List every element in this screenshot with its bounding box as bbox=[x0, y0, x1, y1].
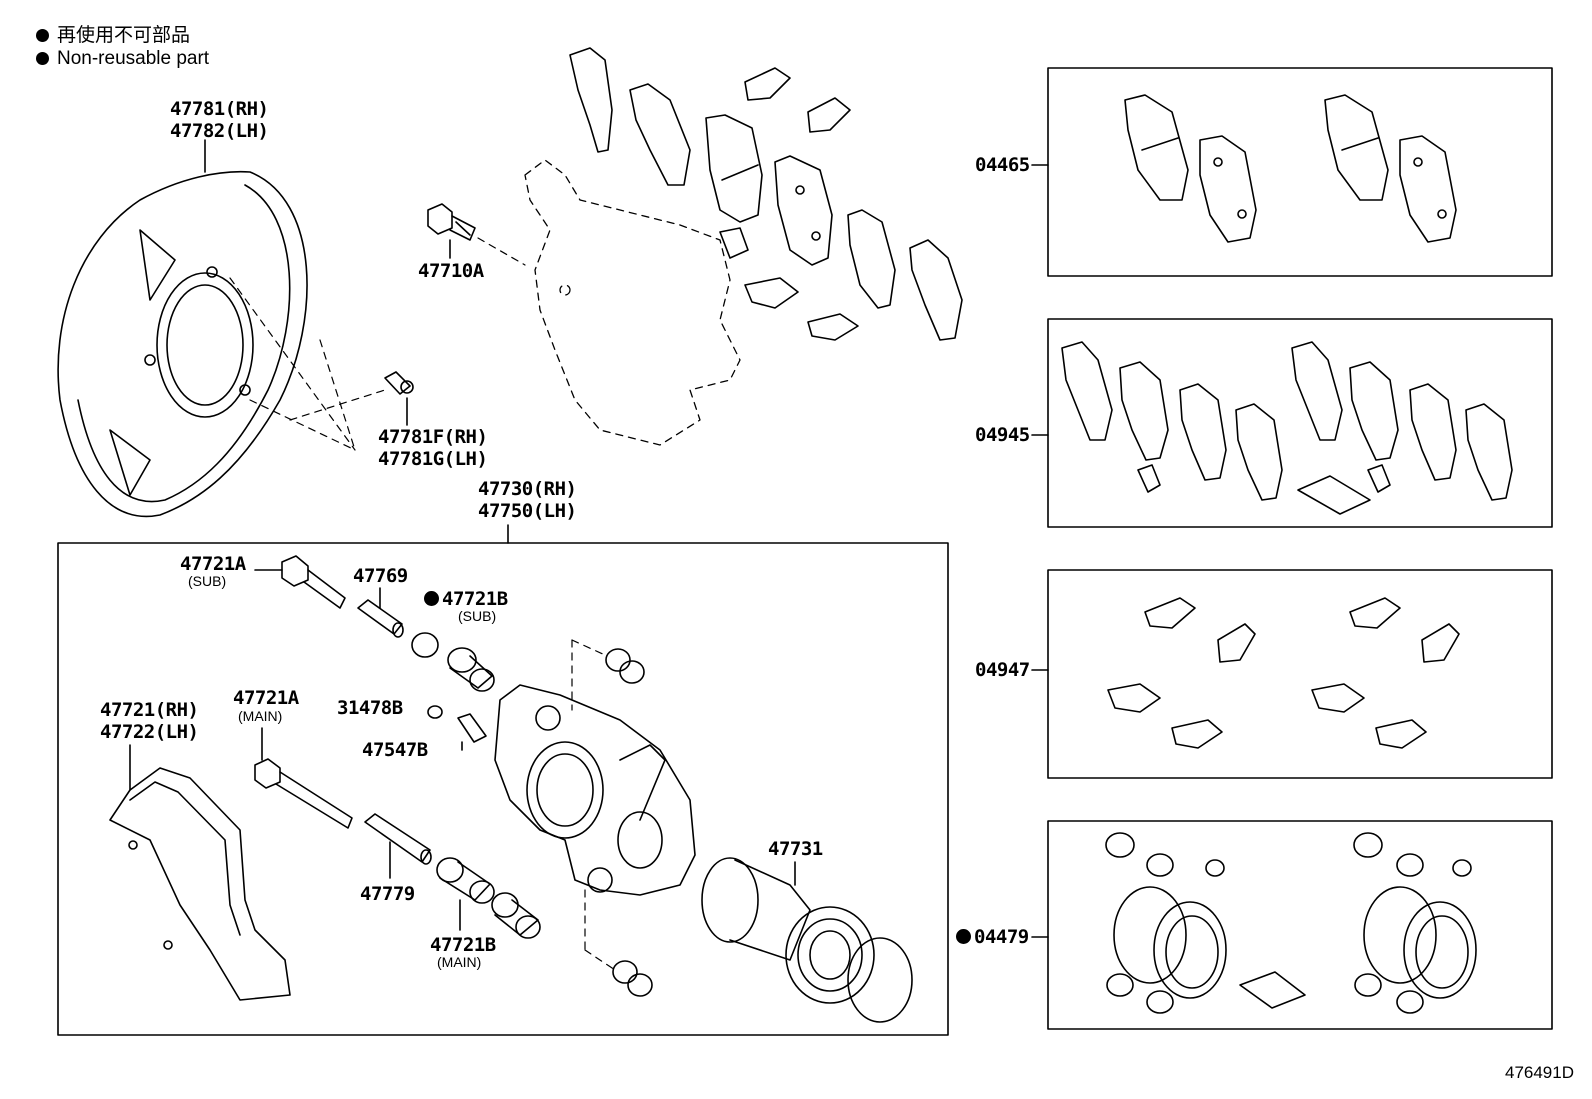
legend-en: Non-reusable part bbox=[36, 47, 209, 71]
label-shield[interactable]: 47781(RH) 47782(LH) bbox=[170, 98, 269, 142]
kit-04947-clips bbox=[1107, 597, 1460, 749]
caliper-bolt-top bbox=[427, 203, 476, 259]
piston-seal-set bbox=[701, 857, 913, 1023]
bushing-sub bbox=[411, 632, 439, 658]
boot-sub bbox=[447, 647, 495, 692]
label-mounting[interactable]: 47721(RH) 47722(LH) bbox=[100, 699, 199, 743]
label-screw[interactable]: 47781F(RH) 47781G(LH) bbox=[378, 426, 488, 470]
label-bolt-sub-note: (SUB) bbox=[188, 573, 227, 589]
bleeder-plug bbox=[457, 713, 487, 751]
illustration-number: 476491D bbox=[1504, 1063, 1574, 1082]
kit-box-04479 bbox=[1047, 820, 1553, 1030]
label-bolt-main-note: (MAIN) bbox=[238, 708, 283, 724]
label-kit-pads[interactable]: 04465 bbox=[975, 154, 1030, 176]
label-caliper-rh: 47730(RH) bbox=[478, 478, 577, 500]
kit-04479-seals bbox=[1105, 832, 1477, 1014]
bushing-main bbox=[436, 857, 495, 931]
label-cap[interactable]: 31478B bbox=[337, 697, 403, 719]
bullet-icon bbox=[36, 29, 49, 42]
label-mounting-rh: 47721(RH) bbox=[100, 699, 199, 721]
label-kit-clips[interactable]: 04947 bbox=[975, 659, 1030, 681]
label-shield-lh: 47782(LH) bbox=[170, 120, 269, 142]
pin-sub bbox=[357, 587, 404, 638]
label-bolt-top[interactable]: 47710A bbox=[418, 260, 484, 282]
label-kit-shims[interactable]: 04945 bbox=[975, 424, 1030, 446]
label-screw-lh: 47781G(LH) bbox=[378, 448, 488, 470]
mounting-bracket bbox=[109, 744, 291, 1001]
pin-caps bbox=[605, 648, 653, 997]
label-shield-rh: 47781(RH) bbox=[170, 98, 269, 120]
label-boot-sub[interactable]: 47721B bbox=[424, 588, 508, 610]
legend-jp-text: 再使用不可部品 bbox=[57, 25, 191, 46]
pads-top-group bbox=[569, 47, 963, 341]
kit-04465-pads bbox=[1124, 94, 1457, 243]
label-boot-sub-note: (SUB) bbox=[458, 608, 497, 624]
label-bolt-sub[interactable]: 47721A bbox=[180, 553, 246, 575]
label-piston[interactable]: 47731 bbox=[768, 838, 823, 860]
label-caliper-lh: 47750(LH) bbox=[478, 500, 577, 522]
pin-main bbox=[364, 813, 432, 879]
label-caliper-assy[interactable]: 47730(RH) 47750(LH) bbox=[478, 478, 577, 522]
dust-cap bbox=[427, 705, 443, 719]
label-boot-main-note: (MAIN) bbox=[437, 954, 482, 970]
kit-box-04947 bbox=[1047, 569, 1553, 779]
label-bleeder[interactable]: 47547B bbox=[362, 739, 428, 761]
label-pin-main[interactable]: 47779 bbox=[360, 883, 415, 905]
kit-box-04465 bbox=[1047, 67, 1553, 277]
label-boot-main[interactable]: 47721B bbox=[430, 934, 496, 956]
bolt-main bbox=[254, 727, 353, 829]
caliper-body bbox=[494, 684, 696, 896]
legend-en-text: Non-reusable part bbox=[57, 48, 210, 69]
bullet-icon bbox=[36, 52, 49, 65]
label-pin-sub[interactable]: 47769 bbox=[353, 565, 408, 587]
label-mounting-lh: 47722(LH) bbox=[100, 721, 199, 743]
label-bolt-main[interactable]: 47721A bbox=[233, 687, 299, 709]
label-kit-seals[interactable]: 04479 bbox=[956, 926, 1029, 948]
kit-box-04945 bbox=[1047, 318, 1553, 528]
label-screw-rh: 47781F(RH) bbox=[378, 426, 488, 448]
legend-jp: 再使用不可部品 bbox=[36, 24, 190, 48]
caliper-outline-top bbox=[524, 159, 741, 446]
dust-shield bbox=[57, 139, 308, 518]
kit-04945-shims bbox=[1061, 341, 1513, 515]
shield-screw bbox=[384, 371, 414, 426]
boot-main bbox=[491, 892, 541, 939]
bolt-sub bbox=[254, 555, 346, 609]
caliper-assembly-box bbox=[57, 542, 949, 1036]
